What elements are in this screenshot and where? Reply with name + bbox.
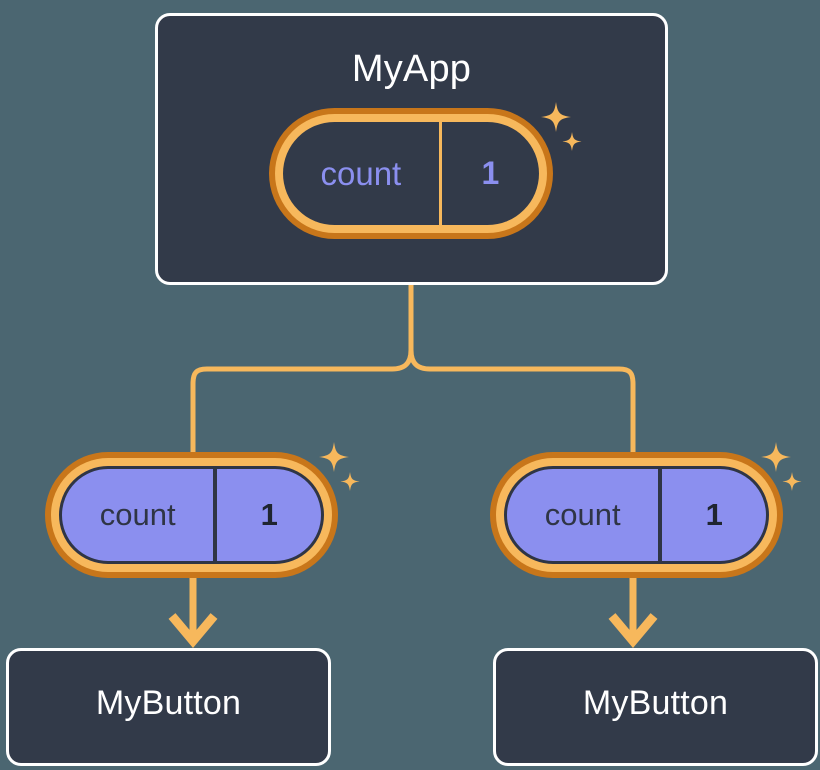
arrow-head-right — [608, 613, 658, 648]
signal-value-myapp: 1 — [481, 155, 500, 191]
sparkle-small-icon — [782, 472, 802, 491]
signal-pill-ring-right: count 1 — [496, 458, 777, 572]
signal-value-right: 1 — [705, 497, 723, 532]
signal-pill-right[interactable]: count 1 — [490, 452, 783, 578]
signal-pill-body-left: count 1 — [59, 466, 324, 564]
signal-pill-body-right: count 1 — [504, 466, 769, 564]
signal-pill-left[interactable]: count 1 — [45, 452, 338, 578]
component-title-mybutton-left: MyButton — [95, 684, 242, 722]
wire-branch-left — [190, 347, 414, 455]
signal-pill-ring-myapp: count 1 — [275, 114, 547, 233]
sparkle-large-icon — [319, 442, 349, 472]
component-box-mybutton-left[interactable]: MyButton — [6, 648, 331, 766]
arrow-head-left — [168, 613, 218, 648]
signal-pill-ring-left: count 1 — [51, 458, 332, 572]
signal-name-right: count — [507, 469, 663, 561]
signal-value-left: 1 — [260, 497, 278, 532]
component-title-myapp: MyApp — [351, 48, 472, 90]
signal-pill-myapp[interactable]: count 1 — [269, 108, 553, 239]
signal-name-myapp: count — [283, 122, 442, 225]
signal-name-left: count — [62, 469, 218, 561]
signal-pill-body-myapp: count 1 — [283, 122, 539, 225]
component-box-mybutton-right[interactable]: MyButton — [493, 648, 818, 766]
wire-branch-right — [408, 347, 636, 455]
sparkle-small-icon — [340, 472, 360, 491]
sparkle-large-icon — [761, 442, 791, 472]
component-title-mybutton-right: MyButton — [582, 684, 729, 722]
